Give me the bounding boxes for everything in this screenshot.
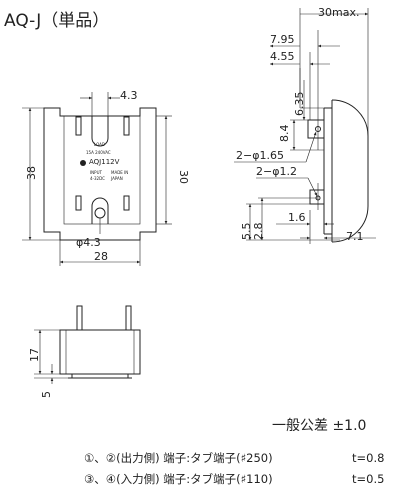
dim-7-1: 7.1 [346, 230, 364, 243]
label-area [63, 115, 141, 225]
terminal-pin [76, 305, 83, 331]
output-terminal-note: ①、②(出力側) 端子:タブ端子(♯250) [84, 451, 273, 465]
dim-4-55: 4.55 [270, 50, 295, 63]
front-view: LOAD 15A 240VAC AQJ112V INPUT 4-32DC MAD… [22, 89, 190, 266]
model-label: AQJ112V [89, 158, 120, 166]
notes: 一般公差 ±1.0 ①、②(出力側) 端子:タブ端子(♯250) t=0.8 ③… [84, 418, 384, 486]
label-line: 4-32DC [90, 176, 105, 181]
dim-1-6: 1.6 [288, 211, 306, 224]
dim-height: 38 [25, 166, 38, 180]
terminal-3 [75, 195, 82, 211]
terminal-4 [123, 195, 130, 211]
output-thickness: t=0.8 [352, 451, 384, 465]
brand-mark-icon [80, 160, 86, 166]
input-thickness: t=0.5 [352, 472, 384, 486]
tolerance-note: 一般公差 ±1.0 [272, 418, 366, 434]
terminal-1 [75, 116, 82, 136]
bottom-view: 17 5 [28, 305, 141, 398]
dim-slot-width: 4.3 [120, 89, 138, 102]
dim-7-95: 7.95 [270, 33, 295, 46]
mounting-hole [94, 207, 106, 219]
label-line: LOAD [94, 142, 105, 147]
label-line: JAPAN [110, 176, 123, 181]
tab-terminal-input [309, 189, 325, 205]
body-outline [59, 329, 141, 375]
dim-17: 17 [28, 348, 41, 362]
terminal-pin [125, 305, 132, 331]
dim-5-5: 5.5 [240, 223, 253, 241]
dim-2-8: 2.8 [252, 223, 265, 241]
label-line: 15A 240VAC [86, 150, 111, 155]
page-title: AQ-J（単品） [4, 11, 109, 31]
dim-depth: 30max. [318, 6, 359, 19]
dim-hole-large: 2−φ1.65 [236, 149, 284, 162]
dim-hole-small: 2−φ1.2 [256, 165, 297, 178]
dim-pitch: 30 [177, 170, 190, 184]
label-line: MADE IN [111, 170, 128, 175]
dim-width: 28 [94, 250, 108, 263]
label-line: INPUT [90, 170, 103, 175]
input-terminal-note: ③、④(入力側) 端子:タブ端子(♯110) [84, 472, 273, 486]
terminal-2 [123, 116, 130, 136]
dim-6-35: 6.35 [293, 92, 306, 117]
dim-hole: φ4.3 [76, 236, 101, 249]
dim-8-4: 8.4 [278, 125, 291, 143]
dim-5: 5 [40, 391, 53, 398]
side-view: 30max. 7.95 4.55 6.35 8.4 2−φ1.65 2−φ1.2 [234, 6, 376, 244]
